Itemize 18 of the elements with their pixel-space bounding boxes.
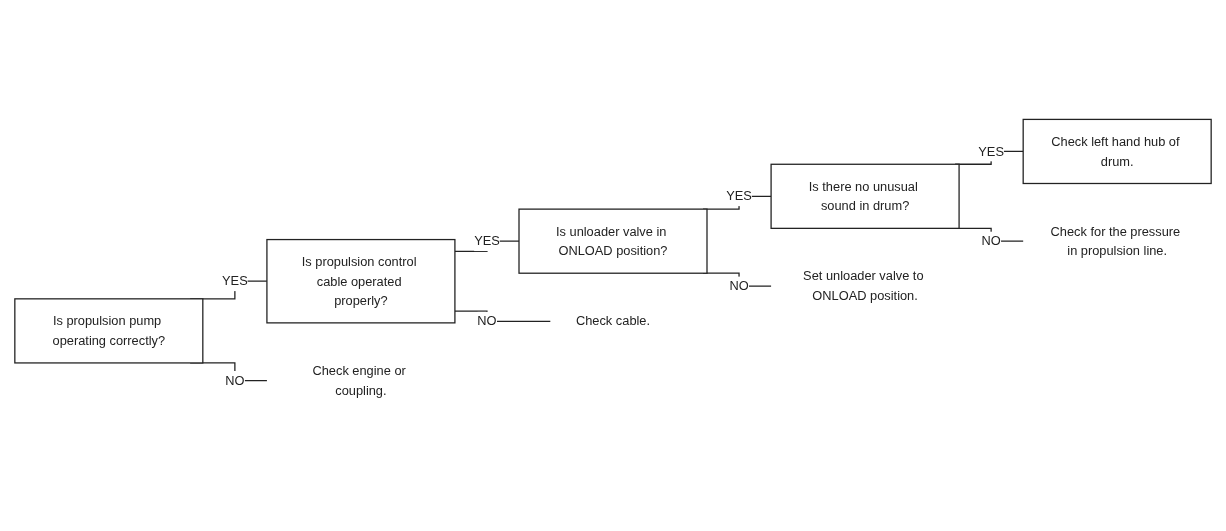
node-text: Set unloader valve to ONLOAD position. <box>803 268 924 302</box>
node-text: Check engine or coupling. <box>312 362 406 397</box>
edge-label: YES <box>978 143 1004 158</box>
edge-label: YES <box>726 187 752 203</box>
node-box: Is propulsion pump operating correctly? <box>14 297 204 364</box>
edge-label: NO <box>477 312 497 328</box>
node-box: Is there no unusual sound in drum? <box>770 163 960 229</box>
node-text: Check cable. <box>575 312 651 328</box>
node-box: Is unloader valve in ONLOAD position? <box>518 208 708 274</box>
edge-label: NO <box>225 372 245 387</box>
edge-label: NO <box>729 277 749 293</box>
connector <box>454 309 551 322</box>
node-text: Check for the pressure in propulsion line. <box>1050 223 1181 257</box>
edge-label: NO <box>981 232 1001 248</box>
node-box: Is propulsion control cable operated properly? <box>266 238 456 323</box>
edge-label: YES <box>222 272 248 288</box>
node-box: Check left hand hub of drum. <box>1022 118 1212 184</box>
edge-label: YES <box>474 232 500 248</box>
